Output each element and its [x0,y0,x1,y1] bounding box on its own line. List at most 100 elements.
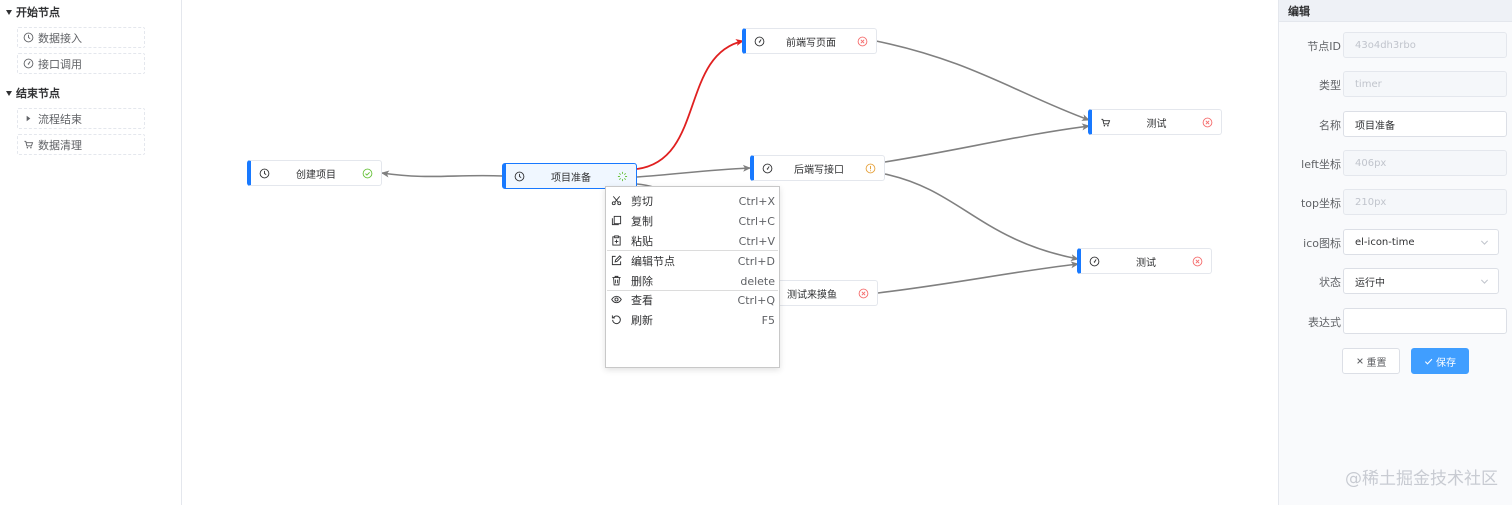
edit-icon [611,255,622,266]
menu-item-label: 编辑节点 [631,255,675,268]
flow-node-frontend-page[interactable]: 前端写页面 [742,28,877,54]
edge-prepare-to-create[interactable] [381,170,504,178]
top-coordinate-field[interactable]: 210px [1343,189,1507,215]
loading-icon [617,171,628,182]
menu-item-delete[interactable]: 删除 delete [606,271,779,291]
form-row-expression: 表达式 [1279,308,1512,334]
menu-divider [607,290,778,291]
form-row-node-id: 节点ID 43o4dh3rbo [1279,32,1512,58]
menu-item-refresh[interactable]: 刷新 F5 [606,310,779,330]
field-label: ico图标 [1303,237,1341,250]
palette-group-end[interactable]: 结束节点 [6,85,60,101]
menu-item-cut[interactable]: 剪切 Ctrl+X [606,191,779,211]
save-button-label: 保存 [1436,357,1456,369]
menu-item-copy[interactable]: 复制 Ctrl+C [606,211,779,231]
node-label: 测试来摸鱼 [787,289,837,301]
icon-select[interactable]: el-icon-time [1343,229,1499,255]
view-icon [611,295,622,304]
node-label: 测试 [1136,257,1156,269]
edge-frontend-to-test-a[interactable] [875,40,1090,121]
menu-item-label: 刷新 [631,314,653,327]
field-label: 类型 [1319,79,1341,92]
form-row-state: 状态 运行中 [1279,268,1512,294]
edge-backend-to-test-a[interactable] [884,123,1090,163]
field-label: 节点ID [1307,40,1341,53]
check-icon [1424,358,1433,365]
panel-title: 编辑 [1279,0,1512,22]
menu-item-view[interactable]: 查看 Ctrl+Q [606,290,779,310]
palette-item-data-input[interactable]: 数据接入 [17,27,145,48]
menu-item-label: 删除 [631,275,653,288]
caret-right-icon [23,113,34,124]
node-edit-panel: 编辑 节点ID 43o4dh3rbo 类型 timer 名称 项目准备 left… [1278,0,1512,505]
form-row-top: top坐标 210px [1279,189,1512,215]
flow-node-backend-api[interactable]: 后端写接口 [750,155,885,181]
palette-item-label: 接口调用 [38,57,82,71]
menu-item-shortcut: F5 [761,313,775,327]
circle-close-icon [857,36,868,47]
caret-down-icon [6,90,12,96]
circle-close-icon [1192,256,1203,267]
menu-item-shortcut: Ctrl+Q [737,293,775,307]
reset-button-label: 重置 [1366,357,1387,369]
copy-icon [611,215,622,226]
form-row-left: left坐标 406px [1279,150,1512,176]
scissors-icon [611,196,622,206]
odometer-icon [762,163,773,174]
check-circle-icon [362,168,373,179]
field-label: 表达式 [1308,316,1341,329]
node-id-field[interactable]: 43o4dh3rbo [1343,32,1507,58]
odometer-icon [754,36,765,47]
left-coordinate-field[interactable]: 406px [1343,150,1507,176]
menu-item-label: 剪切 [631,195,653,208]
node-label: 测试 [1146,118,1167,130]
close-icon [1356,358,1363,364]
shopping-cart-icon [23,139,34,150]
paste-icon [612,235,621,246]
icon-select-value: el-icon-time [1355,236,1415,248]
save-button[interactable]: 保存 [1411,348,1469,374]
expression-field[interactable] [1343,308,1507,334]
type-field[interactable]: timer [1343,71,1507,97]
state-select[interactable]: 运行中 [1343,268,1499,294]
field-label: top坐标 [1300,197,1341,210]
menu-item-shortcut: Ctrl+V [738,234,775,248]
name-field[interactable]: 项目准备 [1343,111,1507,137]
flow-node-project-prepare[interactable]: 项目准备 [502,163,637,189]
circle-close-icon [858,288,869,299]
palette-item-label: 数据接入 [38,31,82,45]
palette-item-api-call[interactable]: 接口调用 [17,53,145,74]
menu-item-label: 查看 [631,294,653,307]
flow-node-test-b[interactable]: 测试 [1077,248,1212,274]
palette-item-label: 流程结束 [38,112,82,126]
chevron-down-icon [1480,279,1489,284]
node-label: 项目准备 [551,172,591,184]
node-palette: 开始节点 数据接入 接口调用 结束节点 流程结束 [0,0,182,505]
menu-item-paste[interactable]: 粘贴 Ctrl+V [606,231,779,251]
caret-down-icon [6,9,12,15]
reset-button[interactable]: 重置 [1342,348,1400,374]
edge-prepare-to-frontend[interactable] [636,39,744,170]
time-icon [514,171,525,182]
state-select-value: 运行中 [1355,277,1385,289]
edge-slack-to-test-b[interactable] [877,261,1079,294]
palette-group-start[interactable]: 开始节点 [6,4,60,20]
edge-backend-to-test-b[interactable] [884,173,1079,262]
menu-item-edit-node[interactable]: 编辑节点 Ctrl+D [606,251,779,271]
watermark: @稀土掘金技术社区 [1345,469,1498,489]
node-context-menu: 剪切 Ctrl+X 复制 Ctrl+C 粘贴 Ctrl+V 编辑节点 Ctrl+… [605,186,780,368]
palette-item-flow-end[interactable]: 流程结束 [17,108,145,129]
form-row-icon: ico图标 el-icon-time [1279,229,1512,255]
node-label: 前端写页面 [786,37,836,49]
flow-node-create-project[interactable]: 创建项目 [247,160,382,186]
menu-item-shortcut: Ctrl+D [737,254,775,268]
delete-icon [612,275,621,286]
edge-prepare-to-backend[interactable] [636,164,751,178]
palette-item-data-clean[interactable]: 数据清理 [17,134,145,155]
menu-item-shortcut: Ctrl+X [738,194,775,208]
shopping-cart-icon [1101,118,1111,127]
palette-group-title: 结束节点 [16,87,60,100]
flow-node-test-a[interactable]: 测试 [1088,109,1222,135]
palette-item-label: 数据清理 [38,138,82,152]
